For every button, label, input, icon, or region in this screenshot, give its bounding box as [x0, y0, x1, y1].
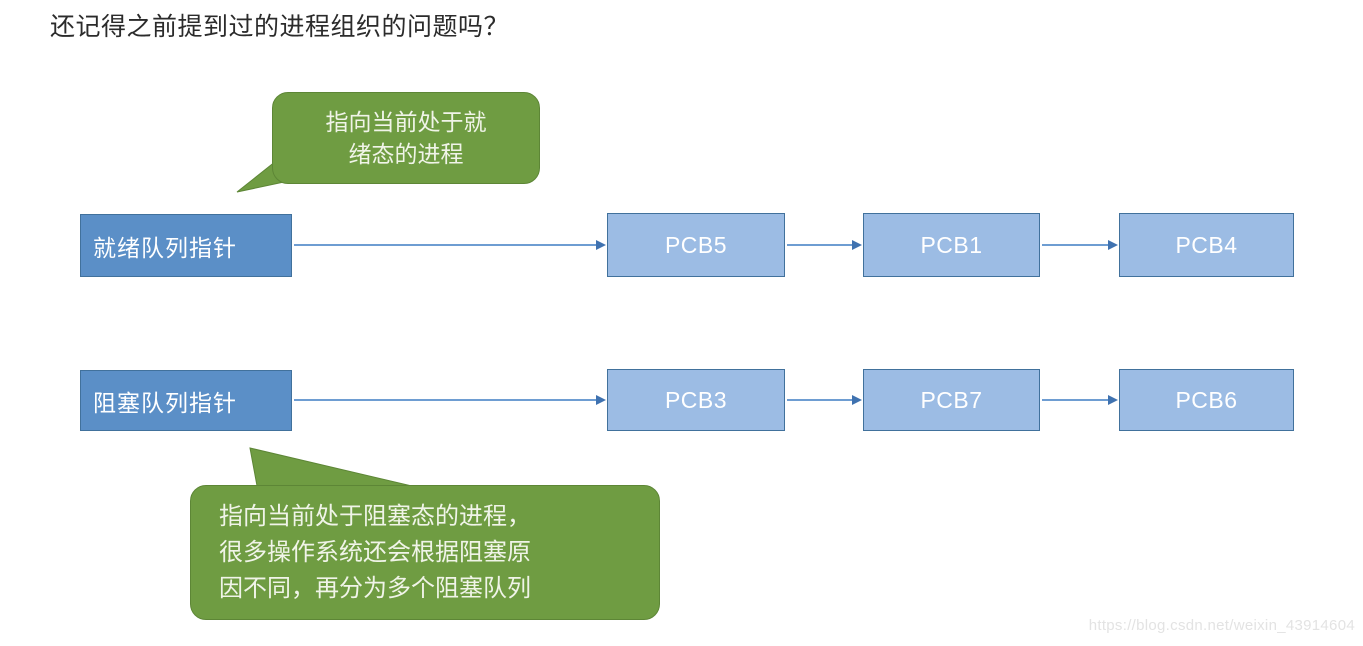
- watermark: https://blog.csdn.net/weixin_43914604: [1088, 617, 1355, 634]
- arrow-pcb3-to-pcb7: [787, 393, 862, 407]
- pcb-node-ready-1[interactable]: PCB1: [863, 213, 1040, 277]
- page-title: 还记得之前提到过的进程组织的问题吗？: [50, 13, 510, 41]
- pcb-node-label: PCB7: [920, 386, 983, 413]
- arrow-pcb7-to-pcb6: [1042, 393, 1118, 407]
- pcb-node-label: PCB1: [920, 231, 983, 258]
- callout-line: 绪态的进程: [348, 141, 464, 167]
- pcb-node-label: PCB4: [1175, 231, 1238, 258]
- arrow-head: [852, 395, 862, 405]
- arrow-pcb5-to-pcb1: [787, 238, 862, 252]
- pcb-node-ready-0[interactable]: PCB5: [607, 213, 785, 277]
- arrow-shaft: [294, 244, 597, 246]
- arrow-blocked-pointer-to-pcb3: [294, 393, 606, 407]
- arrow-head: [1108, 240, 1118, 250]
- pcb-node-label: PCB5: [664, 231, 728, 258]
- arrow-head: [1108, 395, 1118, 405]
- pcb-node-blocked-2[interactable]: PCB6: [1119, 369, 1294, 431]
- arrow-pcb1-to-pcb4: [1042, 238, 1118, 252]
- arrow-shaft: [1042, 244, 1109, 246]
- blocked-queue-pointer-label: 阻塞队列指针: [93, 389, 237, 416]
- callout-line: 指向当前处于就: [325, 109, 487, 135]
- arrow-shaft: [294, 399, 597, 401]
- arrow-shaft: [1042, 399, 1109, 401]
- ready-queue-pointer-label: 就绪队列指针: [93, 234, 237, 261]
- ready-queue-pointer-box[interactable]: 就绪队列指针: [80, 214, 292, 277]
- pcb-node-blocked-0[interactable]: PCB3: [607, 369, 785, 431]
- pcb-node-label: PCB6: [1175, 386, 1238, 413]
- arrow-ready-pointer-to-pcb5: [294, 238, 606, 252]
- callout-line: 因不同，再分为多个阻塞队列: [219, 574, 531, 602]
- arrow-head: [596, 240, 606, 250]
- callout-line: 很多操作系统还会根据阻塞原: [219, 538, 531, 566]
- callout-line: 指向当前处于阻塞态的进程，: [219, 502, 531, 530]
- blocked-queue-pointer-box[interactable]: 阻塞队列指针: [80, 370, 292, 431]
- arrow-head: [852, 240, 862, 250]
- arrow-shaft: [787, 244, 853, 246]
- pcb-node-blocked-1[interactable]: PCB7: [863, 369, 1040, 431]
- arrow-head: [596, 395, 606, 405]
- arrow-shaft: [787, 399, 853, 401]
- pcb-node-label: PCB3: [664, 386, 728, 413]
- callout-bubble-blocked: 指向当前处于阻塞态的进程， 很多操作系统还会根据阻塞原 因不同，再分为多个阻塞队…: [190, 485, 660, 620]
- pcb-node-ready-2[interactable]: PCB4: [1119, 213, 1294, 277]
- callout-bubble-ready: 指向当前处于就 绪态的进程: [272, 92, 540, 184]
